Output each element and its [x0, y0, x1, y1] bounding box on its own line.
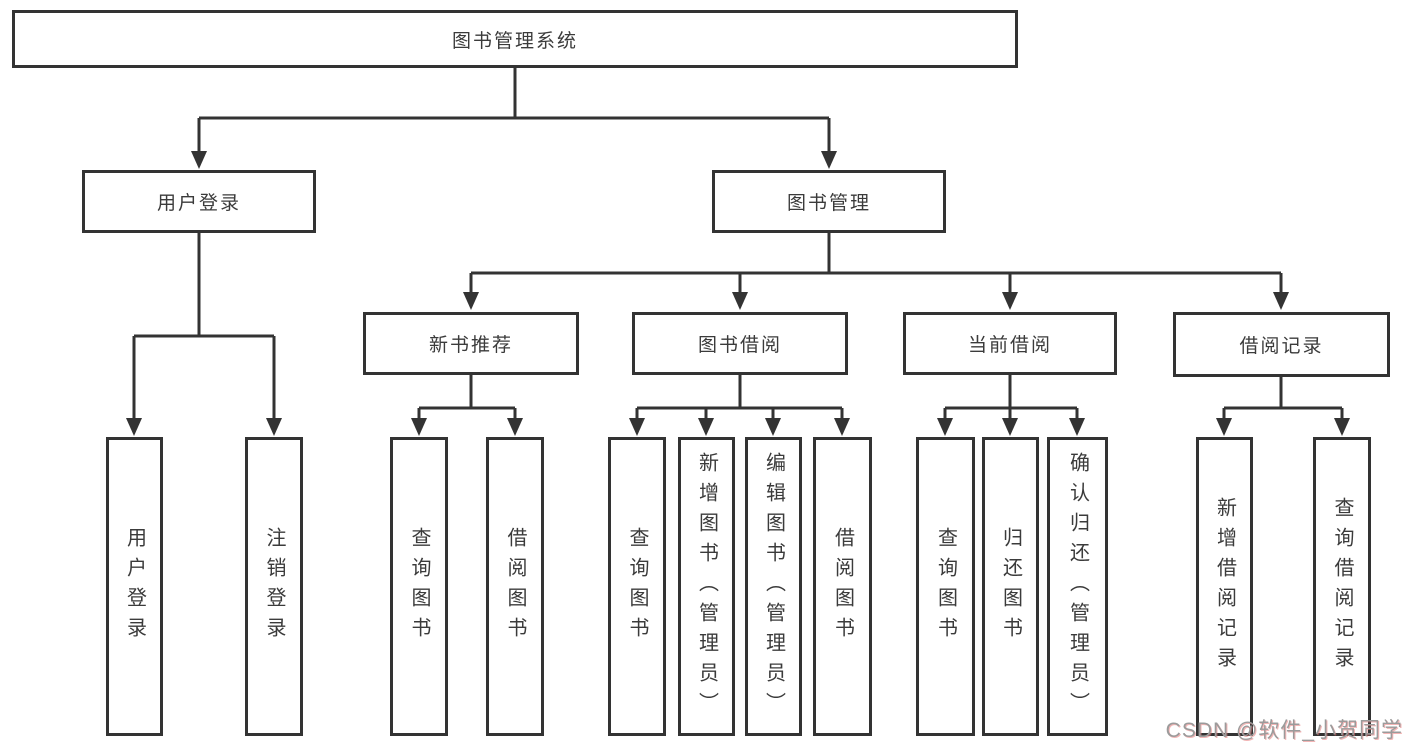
leaf-return-books-label: 归还图书: [999, 526, 1022, 647]
leaf-edit-books-admin: 编辑图书（管理员）: [745, 437, 802, 736]
csdn-watermark: CSDN @软件_小贺同学: [1165, 719, 1403, 742]
node-book-borrow-label: 图书借阅: [697, 335, 782, 356]
leaf-query-borrow-record-label: 查询借阅记录: [1331, 496, 1353, 677]
leaf-query-books-recommend: 查询图书: [390, 437, 448, 736]
leaf-add-borrow-record-label: 新增借阅记录: [1213, 496, 1236, 677]
leaf-return-books: 归还图书: [982, 437, 1039, 736]
node-root-label: 图书管理系统: [451, 30, 578, 52]
leaf-query-books-recommend-label: 查询图书: [408, 526, 430, 647]
arrowhead-icons: [126, 151, 1350, 436]
leaf-edit-books-admin-label: 编辑图书（管理员）: [762, 451, 785, 722]
leaf-borrow-books-label: 借阅图书: [831, 526, 854, 647]
leaf-user-login: 用户登录: [106, 437, 163, 736]
node-borrow-records: 借阅记录: [1173, 312, 1390, 377]
node-user-login-label: 用户登录: [156, 193, 241, 214]
leaf-confirm-return-admin: 确认归还（管理员）: [1047, 437, 1108, 736]
leaf-query-borrow-record: 查询借阅记录: [1313, 437, 1371, 736]
node-borrow-records-label: 借阅记录: [1239, 336, 1324, 357]
leaf-logout-label: 注销登录: [263, 526, 285, 647]
node-current-borrow-label: 当前借阅: [967, 335, 1052, 356]
leaf-query-books-current: 查询图书: [916, 437, 975, 736]
node-user-login: 用户登录: [82, 170, 316, 233]
leaf-borrow-books: 借阅图书: [813, 437, 872, 736]
leaf-logout: 注销登录: [245, 437, 303, 736]
leaf-add-books-admin: 新增图书（管理员）: [678, 437, 735, 736]
node-book-management: 图书管理: [712, 170, 946, 233]
leaf-add-books-admin-label: 新增图书（管理员）: [695, 451, 718, 722]
leaf-user-login-label: 用户登录: [123, 526, 146, 647]
leaf-query-books-current-label: 查询图书: [934, 526, 957, 647]
node-book-management-label: 图书管理: [786, 193, 871, 214]
leaf-confirm-return-admin-label: 确认归还（管理员）: [1066, 451, 1089, 722]
node-new-book-recommend-label: 新书推荐: [428, 335, 513, 356]
node-book-borrow: 图书借阅: [632, 312, 848, 375]
node-current-borrow: 当前借阅: [903, 312, 1117, 375]
leaf-borrow-books-recommend-label: 借阅图书: [504, 526, 526, 647]
leaf-borrow-books-recommend: 借阅图书: [486, 437, 544, 736]
leaf-query-books-borrow: 查询图书: [608, 437, 666, 736]
node-root-system: 图书管理系统: [12, 10, 1018, 68]
leaf-query-books-borrow-label: 查询图书: [626, 526, 648, 647]
leaf-add-borrow-record: 新增借阅记录: [1196, 437, 1253, 736]
node-new-book-recommend: 新书推荐: [363, 312, 579, 375]
